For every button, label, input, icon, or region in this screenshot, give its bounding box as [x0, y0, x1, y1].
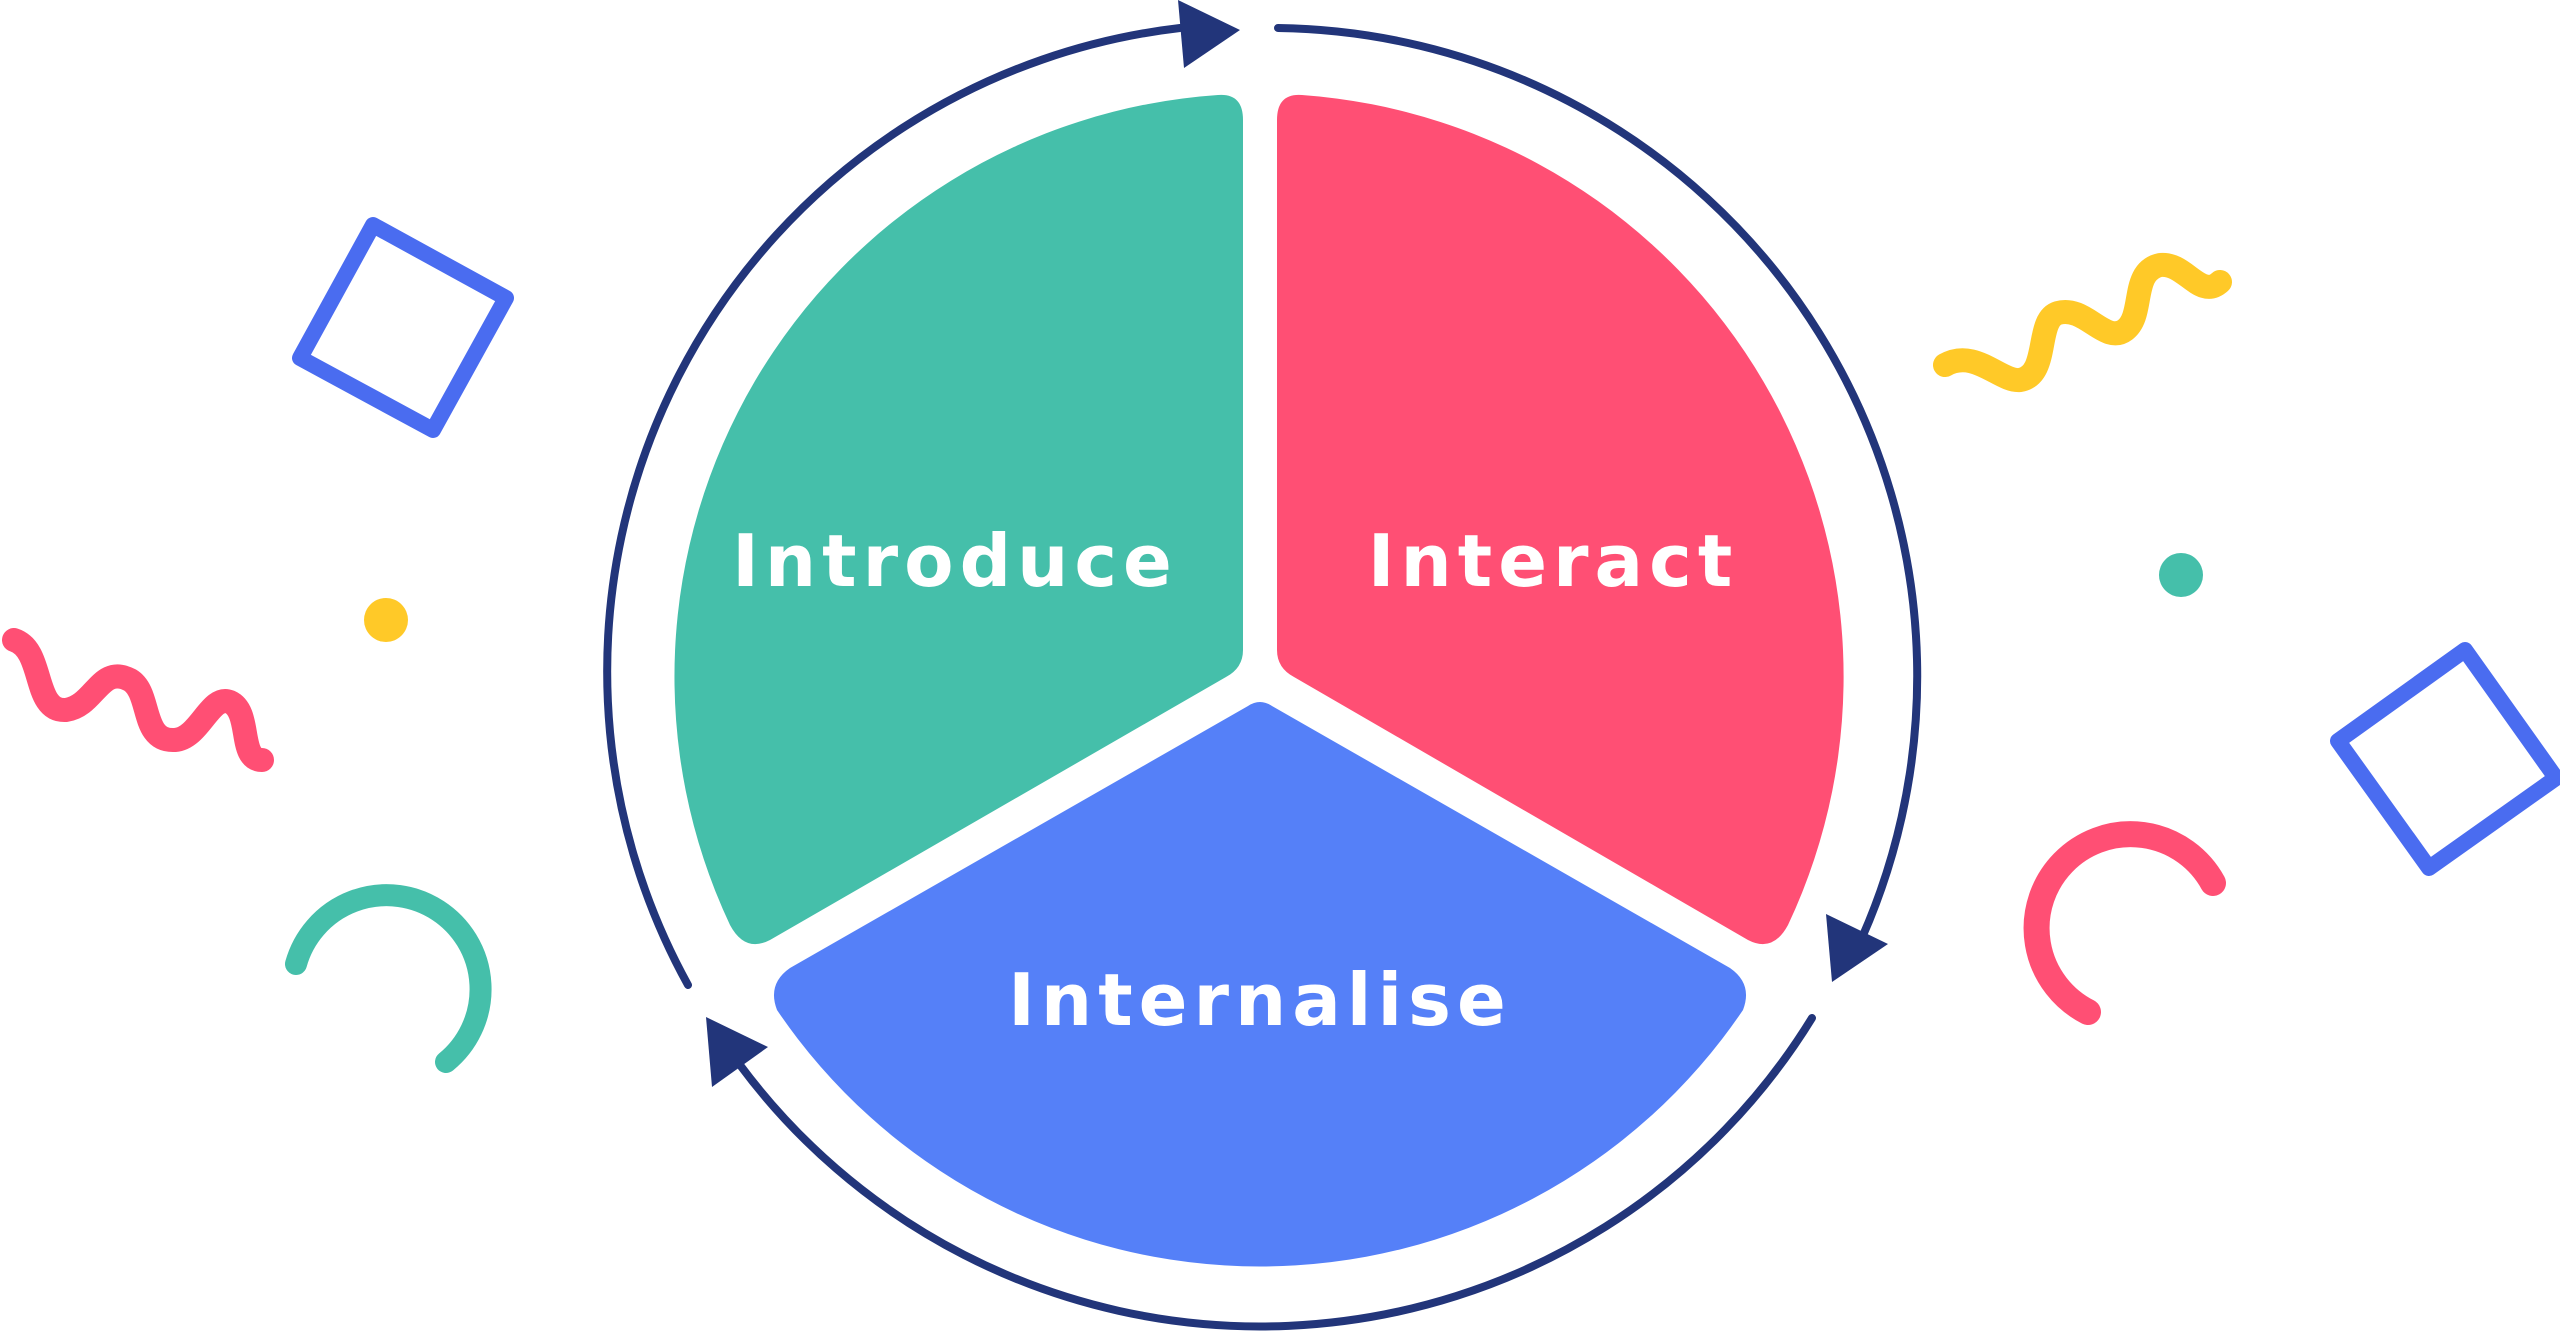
cycle-arrow-icon [1178, 0, 1240, 68]
cycle-arc-right [1274, 24, 1922, 957]
segment-label-internalise: Internalise [1008, 958, 1512, 1042]
segment-interact[interactable] [1277, 94, 1844, 945]
square-outline-icon [2330, 642, 2560, 876]
cycle-arrow-icon [1826, 914, 1888, 982]
cycle-arc-bottom [736, 1014, 1816, 1331]
segment-label-introduce: Introduce [732, 519, 1178, 603]
cycle-arrows [603, 24, 1922, 1331]
square-outline-icon [292, 217, 514, 438]
squiggle-icon [1933, 252, 2232, 392]
squiggle-icon [2, 628, 274, 772]
cycle-arrowheads [706, 0, 1888, 1087]
cycle-arrow-icon [706, 1017, 768, 1087]
dot-icon [364, 598, 408, 642]
dot-icon [2159, 553, 2203, 597]
segment-internalise[interactable] [773, 702, 1747, 1267]
segment-introduce[interactable] [674, 94, 1243, 945]
arc-icon [285, 884, 492, 1073]
arc-icon [2023, 821, 2226, 1025]
decorations [2, 217, 2560, 1073]
segment-label-interact: Interact [1368, 519, 1739, 603]
cycle-arc-top-left [603, 24, 1184, 989]
